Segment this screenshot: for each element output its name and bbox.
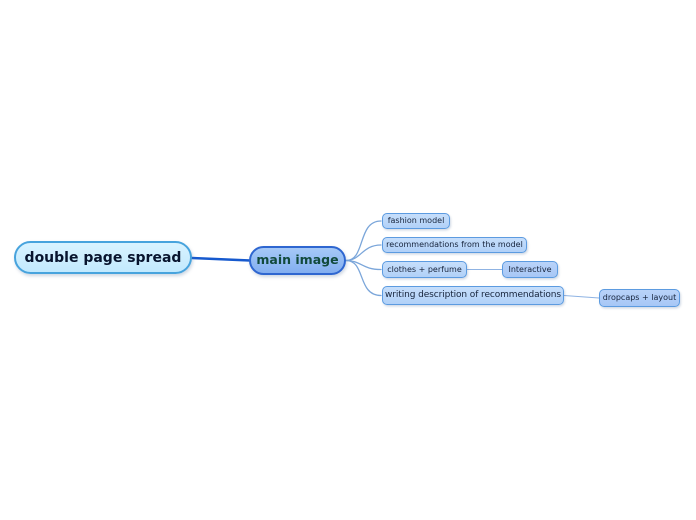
node-label: dropcaps + layout — [602, 293, 677, 302]
connector-main-to-recommendations — [345, 244, 382, 262]
node-fashion-model[interactable]: fashion model — [382, 213, 450, 229]
connector-root-to-main — [190, 256, 252, 262]
node-label: writing description of recommendations — [385, 290, 561, 300]
node-label: recommendations from the model — [386, 240, 523, 249]
node-label: double page spread — [24, 249, 182, 266]
node-clothes-perfume[interactable]: clothes + perfume — [382, 261, 467, 278]
node-label: Interactive — [508, 264, 552, 274]
node-root-double-page-spread[interactable]: double page spread — [14, 241, 192, 274]
node-dropcaps-layout[interactable]: dropcaps + layout — [599, 289, 680, 307]
node-recommendations-from-model[interactable]: recommendations from the model — [382, 237, 527, 253]
connector-main-to-writing-description — [345, 259, 382, 297]
connector-writing-to-dropcaps — [563, 295, 600, 299]
node-label: clothes + perfume — [387, 264, 462, 274]
node-label: fashion model — [387, 216, 445, 225]
node-main-image[interactable]: main image — [249, 246, 346, 275]
connector-main-to-fashion-model — [345, 220, 382, 262]
connector-main-to-clothes-perfume — [345, 259, 382, 271]
node-writing-description[interactable]: writing description of recommendations — [382, 286, 564, 305]
node-interactive[interactable]: Interactive — [502, 261, 558, 278]
node-label: main image — [256, 252, 339, 268]
